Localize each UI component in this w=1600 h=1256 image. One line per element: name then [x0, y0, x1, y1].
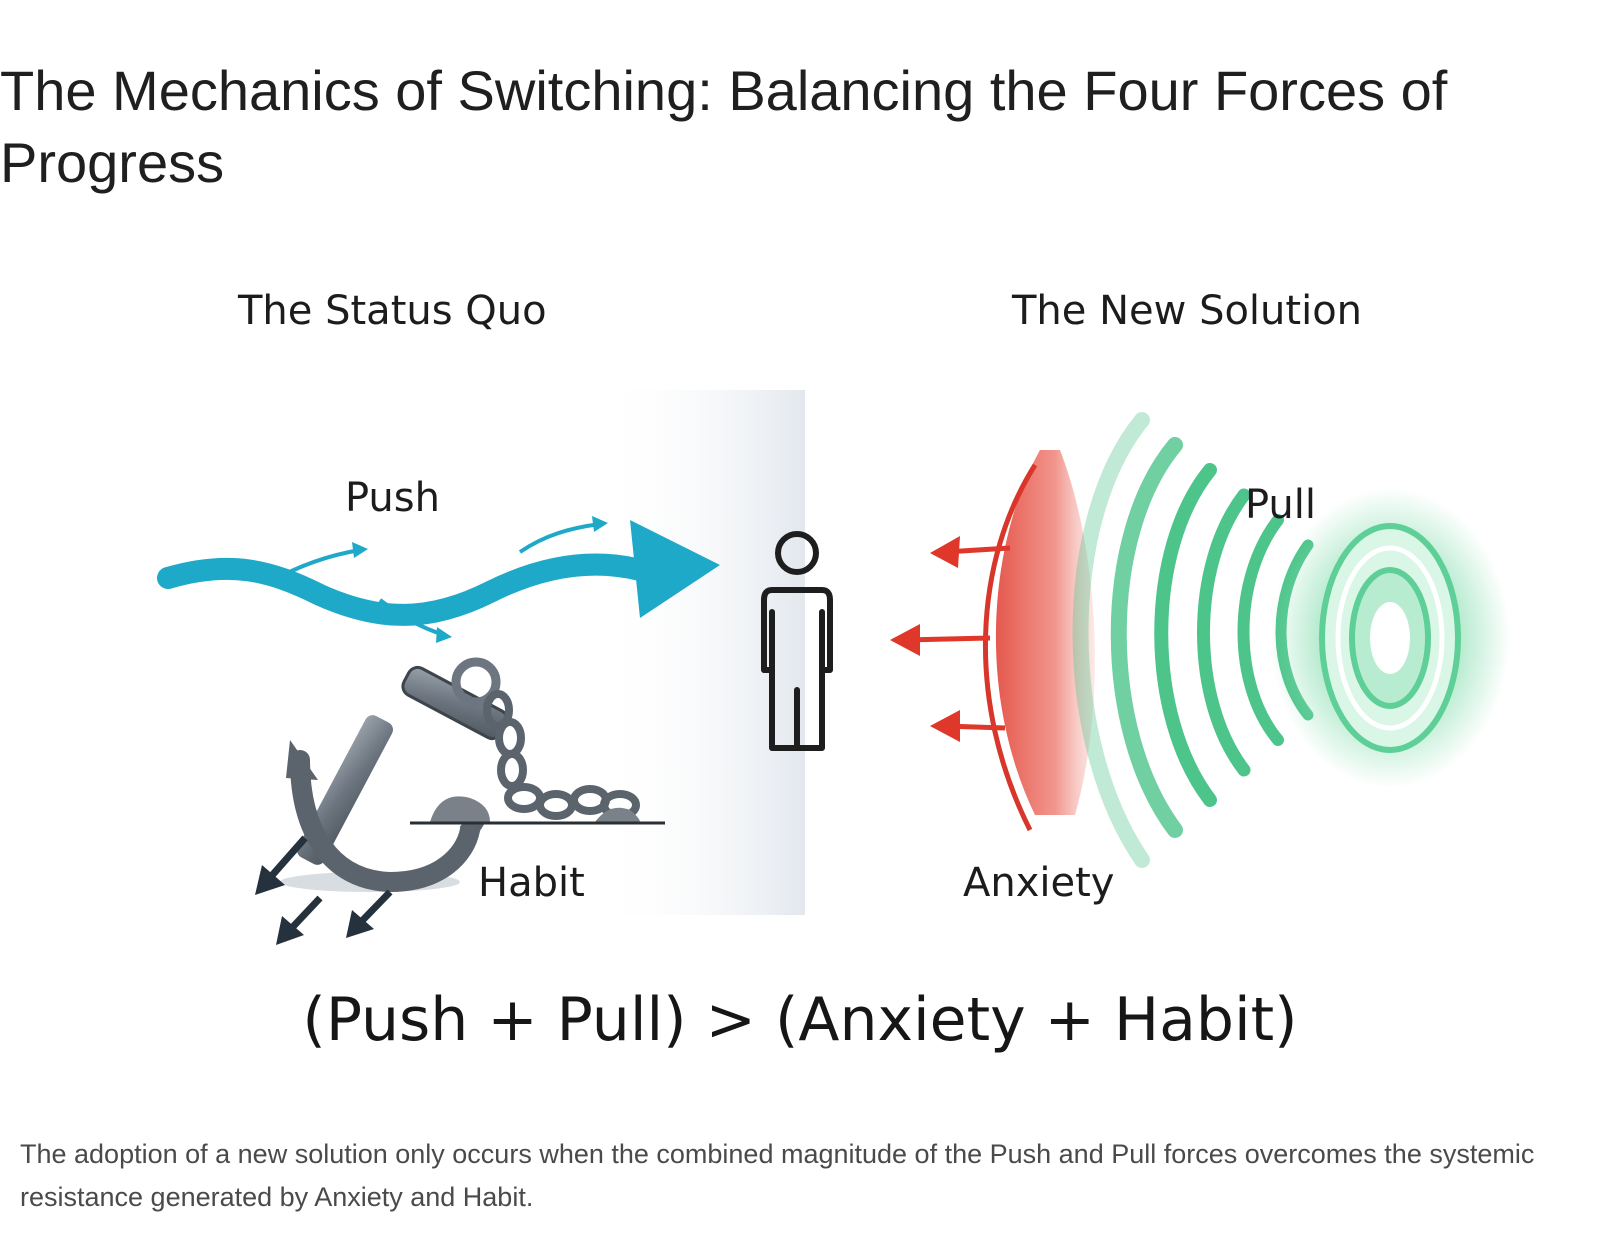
anchor-icon — [280, 657, 509, 893]
switching-formula: (Push + Pull) > (Anxiety + Habit) — [302, 985, 1298, 1055]
pull-label: Pull — [1245, 482, 1316, 528]
wave-arrow-icon — [157, 516, 720, 643]
red-arrow-icon — [890, 536, 1011, 742]
page-title: The Mechanics of Switching: Balancing th… — [0, 59, 1448, 194]
anxiety-label: Anxiety — [963, 860, 1115, 906]
sound-wave-icon — [1072, 412, 1314, 868]
figure-caption: The adoption of a new solution only occu… — [20, 1139, 1535, 1212]
habit-label: Habit — [478, 860, 585, 906]
target-icon — [1270, 488, 1510, 788]
status-quo-heading: The Status Quo — [238, 288, 547, 334]
diagram-graphics — [157, 390, 1510, 945]
rock-icon — [430, 796, 640, 822]
anxiety-barrier — [983, 450, 1095, 832]
chain-icon — [483, 690, 640, 820]
new-solution-heading: The New Solution — [1012, 288, 1363, 334]
push-label: Push — [345, 475, 440, 521]
person-icon — [761, 531, 833, 751]
four-forces-diagram: The Status Quo The New Solution Push Pul… — [0, 270, 1600, 1100]
habit-arrow-icons — [255, 835, 393, 945]
